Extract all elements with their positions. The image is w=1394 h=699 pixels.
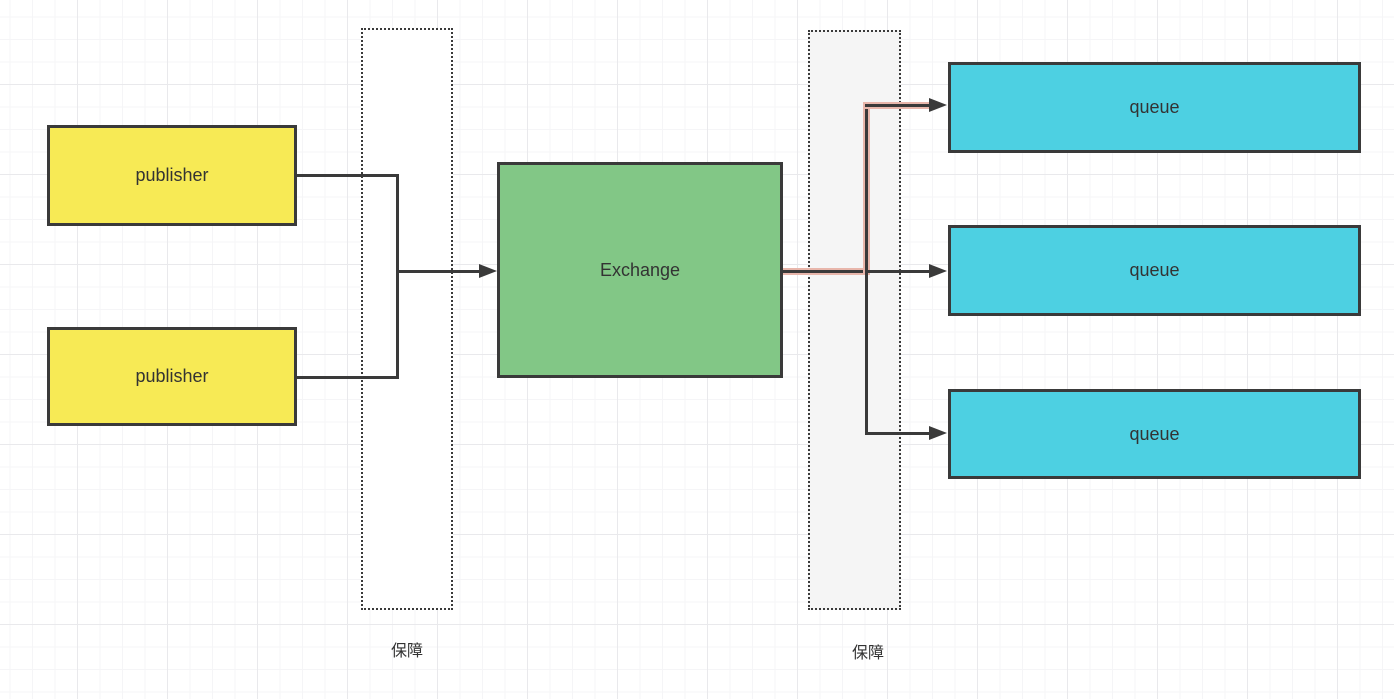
node-publisher-1-label: publisher bbox=[135, 165, 209, 185]
arrowhead-into-queue2 bbox=[929, 264, 947, 278]
connector-publisher2-exchange-h[interactable] bbox=[297, 376, 398, 379]
node-publisher-2-label: publisher bbox=[135, 366, 209, 386]
connector-publisher-bus-v[interactable] bbox=[396, 174, 399, 379]
node-queue-1-label: queue bbox=[1129, 97, 1180, 117]
connector-exchange-queue1-v[interactable] bbox=[865, 104, 868, 273]
node-queue-2-label: queue bbox=[1129, 260, 1180, 280]
node-queue-3-label: queue bbox=[1129, 423, 1180, 444]
arrowhead-into-queue1 bbox=[929, 98, 947, 112]
arrowhead-into-queue3 bbox=[929, 426, 947, 440]
node-queue-2[interactable]: queue bbox=[948, 225, 1361, 316]
connector-bus-exchange-h[interactable] bbox=[397, 270, 480, 273]
guard-zone-left[interactable] bbox=[361, 28, 453, 610]
guard-zone-left-label: 保障 bbox=[390, 643, 423, 660]
node-exchange-label: Exchange bbox=[599, 259, 681, 280]
connector-exchange-queue3-v[interactable] bbox=[865, 271, 868, 434]
connector-exchange-queue1-h1[interactable] bbox=[783, 270, 868, 273]
guard-zone-right[interactable] bbox=[808, 30, 901, 610]
node-publisher-2[interactable]: publisher bbox=[47, 327, 297, 426]
node-queue-1[interactable]: queue bbox=[948, 62, 1361, 153]
node-publisher-1[interactable]: publisher bbox=[47, 125, 297, 226]
connector-exchange-queue2-h[interactable] bbox=[866, 270, 930, 273]
connector-exchange-queue1-h2[interactable] bbox=[865, 104, 930, 107]
node-exchange[interactable]: Exchange bbox=[497, 162, 783, 378]
guard-zone-right-label: 保障 bbox=[851, 645, 884, 662]
connector-publisher1-exchange-h[interactable] bbox=[297, 174, 398, 177]
connector-exchange-queue3-h[interactable] bbox=[865, 432, 930, 435]
node-queue-3[interactable]: queue bbox=[948, 389, 1361, 479]
arrowhead-into-exchange bbox=[479, 264, 497, 278]
